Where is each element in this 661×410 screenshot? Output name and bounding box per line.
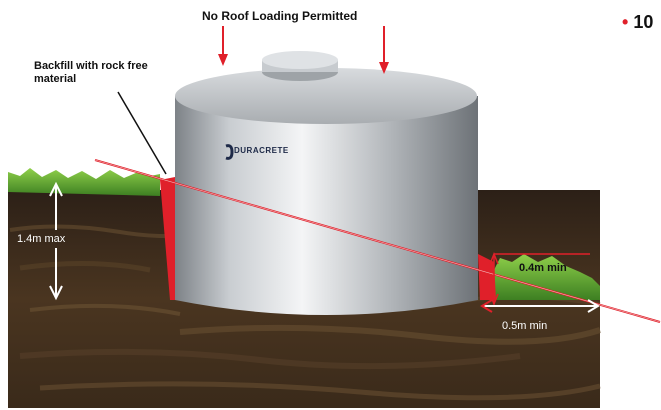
gap-arrow-left-icon: [480, 299, 493, 313]
rim-height-label: 0.4m min: [519, 262, 567, 274]
soil-texture: [9, 224, 601, 401]
roof-arrow-right-head-icon: [379, 62, 389, 74]
backfill-right: [478, 254, 496, 300]
rim-arrow-down-icon: [489, 293, 499, 307]
rim-arrow-up-icon: [489, 251, 499, 265]
side-gap-label: 0.5m min: [502, 320, 548, 332]
depth-arrow-down-icon: [49, 285, 63, 301]
list-bullet: • 10: [622, 12, 653, 33]
backfill-label: Backfill with rock free material: [34, 60, 148, 85]
depth-arrow-up-icon: [49, 181, 63, 197]
depth-label: 1.4m max: [17, 233, 66, 245]
gap-arrow-right-icon: [587, 299, 600, 313]
logo-mark-icon: [225, 144, 234, 160]
roof-arrow-left-head-icon: [218, 54, 228, 66]
brand-logo: DURACRETE: [234, 146, 289, 155]
backfill-pointer: [117, 91, 167, 175]
tank-roof: [175, 68, 477, 124]
roof-loading-label: No Roof Loading Permitted: [202, 9, 358, 23]
grass-left: [8, 168, 160, 196]
grass-right: [490, 254, 600, 300]
bullet-dot: •: [622, 12, 629, 32]
tank-body: [175, 96, 478, 315]
tank-inlet-top: [262, 51, 338, 69]
bullet-text: 10: [633, 12, 654, 32]
